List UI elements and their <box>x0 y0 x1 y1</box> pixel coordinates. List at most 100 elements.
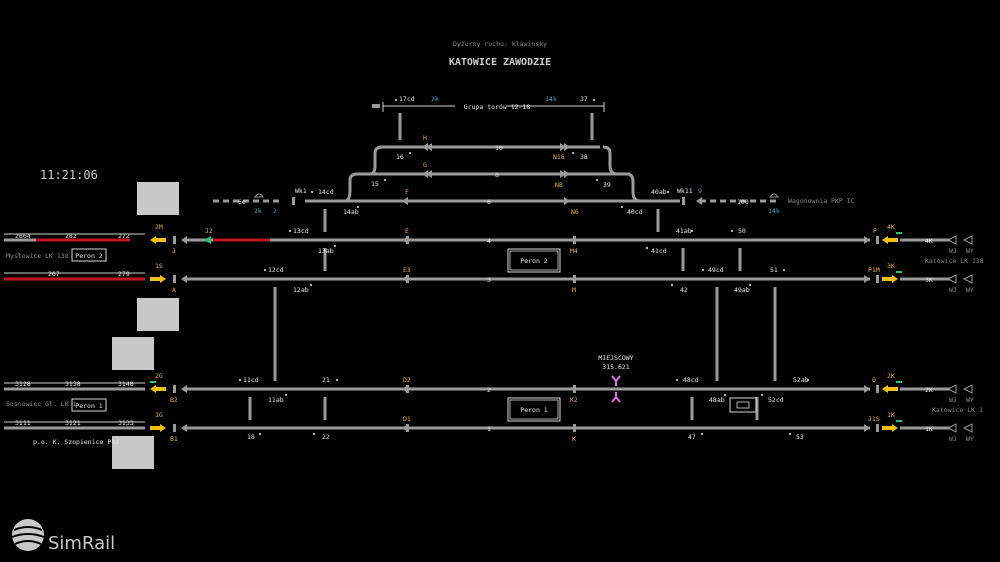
svg-text:14cd: 14cd <box>318 188 334 196</box>
svg-text:52cd: 52cd <box>768 396 784 404</box>
switch-37[interactable]: 37 <box>580 95 588 103</box>
svg-text:267: 267 <box>48 270 60 278</box>
svg-text:100: 100 <box>737 198 749 206</box>
svg-text:15: 15 <box>371 180 379 188</box>
svg-text:3121: 3121 <box>65 419 81 427</box>
panel-box[interactable] <box>137 298 179 331</box>
svg-text:52ab: 52ab <box>793 376 809 384</box>
svg-text:M: M <box>572 286 576 294</box>
simrail-logo: SimRail <box>11 519 115 554</box>
svg-text:39: 39 <box>603 181 611 189</box>
svg-text:6: 6 <box>487 198 491 206</box>
svg-text:WJ: WJ <box>949 247 957 255</box>
signal-1k-icon[interactable] <box>882 420 902 432</box>
switch-14k[interactable]: 14k <box>545 95 557 103</box>
svg-text:WY: WY <box>966 396 974 404</box>
depot-icon <box>769 193 779 198</box>
dispatcher-label: Dyżurny ruchu: klawinsky <box>453 40 547 48</box>
svg-text:A: A <box>172 286 176 294</box>
svg-text:1K: 1K <box>925 425 933 433</box>
svg-text:11ab: 11ab <box>268 396 284 404</box>
svg-text:2: 2 <box>273 207 277 215</box>
svg-text:279: 279 <box>118 270 130 278</box>
svg-text:J1S: J1S <box>868 415 880 423</box>
panel-box[interactable] <box>112 436 154 469</box>
svg-text:K2: K2 <box>570 396 578 404</box>
direction-myslowice: Mysłowice LK 138 <box>6 252 69 260</box>
switch-17cd[interactable]: 17cd <box>399 95 415 103</box>
svg-text:315.621: 315.621 <box>602 363 629 371</box>
svg-text:1K: 1K <box>887 411 895 419</box>
signal-j2-icon[interactable] <box>204 236 211 244</box>
svg-text:F: F <box>405 188 409 196</box>
svg-text:WJ: WJ <box>949 396 957 404</box>
svg-text:N8: N8 <box>555 181 563 189</box>
svg-text:13cd: 13cd <box>293 227 309 235</box>
direction-arrows <box>181 143 870 432</box>
platform-1-center: Peron 1 <box>520 406 547 414</box>
svg-text:E3: E3 <box>403 266 411 274</box>
direction-sosnowiec: Sosnowiec Gł. LK 1 <box>6 400 77 408</box>
svg-text:16: 16 <box>396 153 404 161</box>
svg-text:K: K <box>572 435 576 443</box>
svg-text:14k: 14k <box>768 207 780 215</box>
svg-text:3148: 3148 <box>118 380 134 388</box>
svg-text:18: 18 <box>247 433 255 441</box>
signal-1s-icon[interactable] <box>150 275 166 283</box>
platform-2-center: Peron 2 <box>520 257 547 265</box>
svg-text:2K: 2K <box>887 372 895 380</box>
svg-text:2: 2 <box>487 386 491 394</box>
svg-text:1: 1 <box>487 425 491 433</box>
svg-text:J2: J2 <box>205 227 213 235</box>
svg-text:M4: M4 <box>570 247 578 255</box>
svg-text:MIEJSCOWY: MIEJSCOWY <box>598 354 633 362</box>
svg-text:WY: WY <box>966 247 974 255</box>
svg-text:G: G <box>423 161 427 169</box>
svg-text:282: 282 <box>65 232 77 240</box>
signal-4k-icon[interactable] <box>882 232 902 244</box>
svg-text:N18: N18 <box>553 153 565 161</box>
svg-text:3133: 3133 <box>118 419 134 427</box>
svg-text:4K: 4K <box>887 223 895 231</box>
signal-3k-icon[interactable] <box>882 271 902 283</box>
switch-dots <box>239 99 809 435</box>
platform-1-label: Peron 1 <box>75 402 102 410</box>
svg-text:3138: 3138 <box>65 380 81 388</box>
svg-text:WJ: WJ <box>949 286 957 294</box>
svg-text:49ab: 49ab <box>734 286 750 294</box>
svg-text:B1: B1 <box>170 435 178 443</box>
panel-box[interactable] <box>112 337 154 370</box>
signal-1g-icon[interactable] <box>150 424 166 432</box>
svg-text:22: 22 <box>322 433 330 441</box>
svg-text:2K: 2K <box>925 386 933 394</box>
svg-text:Wk11: Wk11 <box>677 187 693 195</box>
panel-box[interactable] <box>137 182 179 215</box>
signal-2g-icon[interactable] <box>150 381 166 393</box>
svg-text:N6: N6 <box>571 208 579 216</box>
svg-text:40cd: 40cd <box>627 208 643 216</box>
svg-text:P1M: P1M <box>868 266 880 274</box>
track-numbers: 4 3 2 1 6 8 10 100 6e <box>238 144 749 433</box>
signal-2m-icon[interactable] <box>150 236 166 244</box>
svg-text:WY: WY <box>966 286 974 294</box>
signal-2k-icon[interactable] <box>882 381 902 393</box>
switch-2k[interactable]: 2k <box>431 95 439 103</box>
platform-2-label: Peron 2 <box>75 252 102 260</box>
svg-text:3111: 3111 <box>15 419 31 427</box>
direction-wagonownia: Wagonownia PKP IC <box>788 197 855 205</box>
direction-katowice-138: Katowice LK 138 <box>925 257 984 265</box>
svg-text:42: 42 <box>680 286 688 294</box>
brand-name: SimRail <box>48 533 115 554</box>
svg-text:48ab: 48ab <box>709 396 725 404</box>
svg-text:3128: 3128 <box>15 380 31 388</box>
left-blocks: 2664 282 272 267 279 3128 3138 3148 3111… <box>4 232 145 427</box>
svg-text:272: 272 <box>118 232 130 240</box>
svg-text:2k: 2k <box>254 207 262 215</box>
local-control-marker[interactable]: MIEJSCOWY 315.621 <box>598 354 634 403</box>
svg-text:41ab: 41ab <box>676 227 692 235</box>
svg-text:J: J <box>172 247 176 255</box>
svg-text:1S: 1S <box>155 262 163 270</box>
svg-text:11cd: 11cd <box>243 376 259 384</box>
